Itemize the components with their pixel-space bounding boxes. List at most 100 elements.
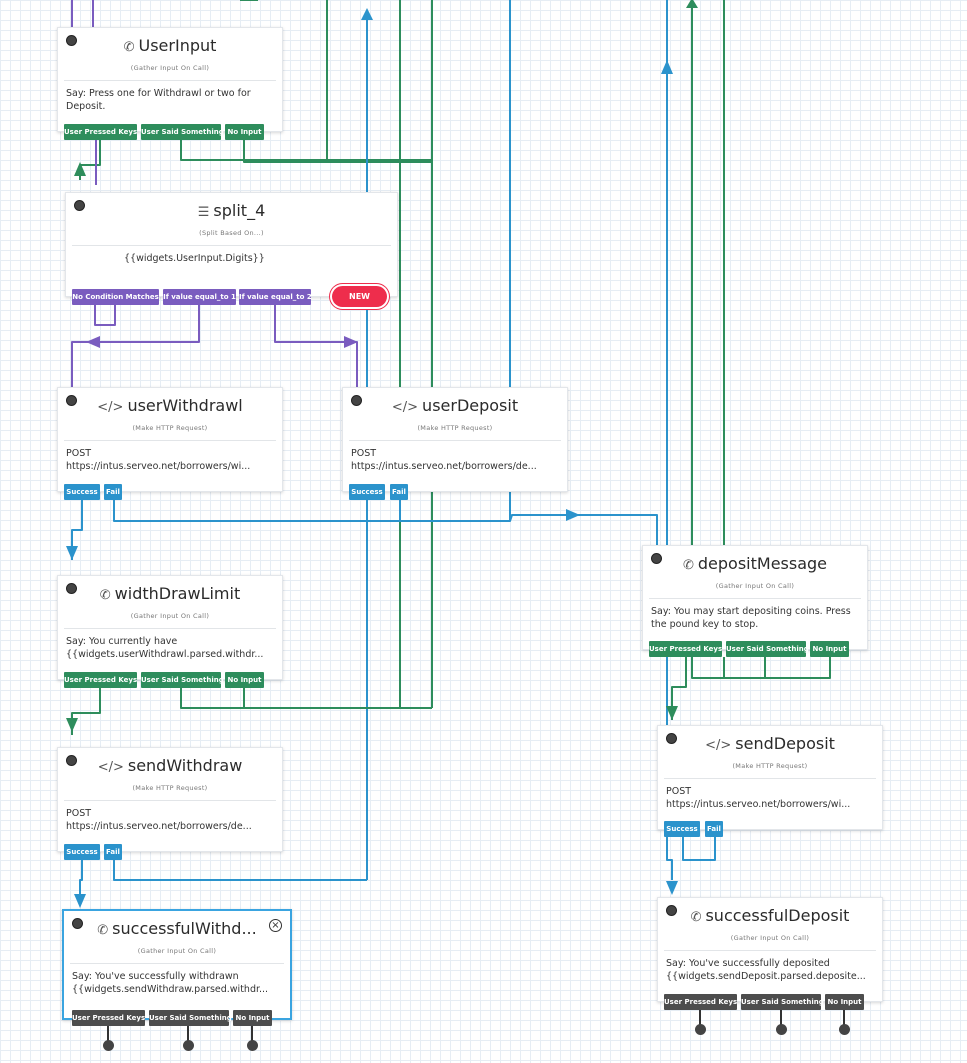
widget-title: sendDeposit [735, 734, 835, 753]
widget-subtitle: (Gather Input On Call) [137, 947, 217, 955]
widget-title: widthDrawLimit [114, 584, 241, 603]
widget-title: successfulWithd... [112, 919, 257, 938]
widget-subtitle: (Make HTTP Request) [732, 762, 808, 770]
code-icon: </> [391, 400, 419, 415]
transition-no-input[interactable]: No Input [233, 1010, 272, 1026]
transition-no-input[interactable]: No Input [225, 124, 264, 140]
input-connector[interactable] [666, 905, 677, 916]
transition-user-pressed-keys[interactable]: User Pressed Keys [64, 124, 137, 140]
input-connector[interactable] [666, 733, 677, 744]
widget-subtitle: (Make HTTP Request) [132, 784, 208, 792]
widget-title: sendWithdraw [127, 756, 243, 775]
widget-split-4[interactable]: ☰split_4 (Split Based On...) {{widgets.U… [65, 192, 398, 297]
code-icon: </> [705, 738, 732, 753]
transition-user-said-something[interactable]: User Said Something [141, 672, 224, 688]
input-connector[interactable] [74, 200, 85, 211]
transition-success[interactable]: Success [64, 484, 100, 500]
input-connector[interactable] [66, 755, 77, 766]
widget-body: Say: You may start depositing coins. Pre… [651, 606, 851, 630]
transition-user-pressed-keys[interactable]: User Pressed Keys [664, 994, 737, 1010]
divider [64, 800, 276, 801]
transition-endpoint[interactable] [247, 1040, 258, 1051]
transition-equal-to-1[interactable]: If value equal_to 1 [163, 289, 236, 305]
divider [664, 778, 876, 779]
transition-endpoint[interactable] [183, 1040, 194, 1051]
divider [664, 950, 876, 951]
transition-user-pressed-keys[interactable]: User Pressed Keys [72, 1010, 145, 1026]
transition-no-input[interactable]: No Input [225, 672, 264, 688]
widget-body: POST https://intus.serveo.net/borrowers/… [666, 786, 851, 810]
input-connector[interactable] [651, 553, 662, 564]
transition-user-said-something[interactable]: User Said Something [726, 641, 809, 657]
widget-body: POST https://intus.serveo.net/borrowers/… [351, 448, 537, 472]
input-connector[interactable] [66, 35, 77, 46]
widget-userdeposit[interactable]: </>userDeposit (Make HTTP Request) POST … [342, 387, 568, 492]
widget-body: POST https://intus.serveo.net/borrowers/… [66, 448, 251, 472]
widget-title: UserInput [138, 36, 217, 55]
widget-depositmessage[interactable]: ✆depositMessage (Gather Input On Call) S… [642, 545, 868, 650]
new-transition-badge[interactable]: NEW [332, 286, 387, 307]
phone-icon: ✆ [682, 558, 694, 573]
input-connector[interactable] [66, 395, 77, 406]
transition-fail[interactable]: Fail [390, 484, 408, 500]
widget-body: Say: You currently have {{widgets.userWi… [66, 636, 264, 660]
split-icon: ☰ [197, 205, 210, 220]
widget-body: {{widgets.UserInput.Digits}} [124, 253, 265, 264]
widget-userinput[interactable]: ✆UserInput (Gather Input On Call) Say: P… [57, 27, 283, 132]
widget-title: depositMessage [697, 554, 828, 573]
divider [649, 598, 861, 599]
transition-user-said-something[interactable]: User Said Something [141, 124, 224, 140]
widget-subtitle: (Gather Input On Call) [715, 582, 795, 590]
widget-subtitle: (Gather Input On Call) [130, 64, 210, 72]
widget-body: Say: You've successfully deposited {{wid… [666, 958, 866, 982]
transition-fail[interactable]: Fail [705, 821, 723, 837]
widget-body: Say: Press one for Withdrawl or two for … [66, 88, 251, 112]
code-icon: </> [97, 400, 124, 415]
widget-widthdrawlimit[interactable]: ✆widthDrawLimit (Gather Input On Call) S… [57, 575, 283, 680]
transition-user-said-something[interactable]: User Said Something [741, 994, 824, 1010]
input-connector[interactable] [66, 583, 77, 594]
transition-endpoint[interactable] [695, 1024, 706, 1035]
widget-successfuldeposit[interactable]: ✆successfulDeposit (Gather Input On Call… [657, 897, 883, 1002]
transition-success[interactable]: Success [349, 484, 385, 500]
close-icon[interactable]: × [269, 919, 282, 932]
widget-title: userDeposit [422, 396, 519, 415]
transition-user-pressed-keys[interactable]: User Pressed Keys [649, 641, 722, 657]
phone-icon: ✆ [123, 40, 135, 55]
divider [70, 963, 284, 964]
phone-icon: ✆ [99, 588, 111, 603]
transition-fail[interactable]: Fail [104, 844, 122, 860]
transition-endpoint[interactable] [776, 1024, 787, 1035]
input-connector[interactable] [351, 395, 362, 406]
transition-success[interactable]: Success [64, 844, 100, 860]
input-connector[interactable] [72, 918, 83, 929]
widget-subtitle: (Make HTTP Request) [132, 424, 208, 432]
widget-sendwithdraw[interactable]: </>sendWithdraw (Make HTTP Request) POST… [57, 747, 283, 852]
transition-user-said-something[interactable]: User Said Something [149, 1010, 232, 1026]
divider [349, 440, 561, 441]
divider [64, 80, 276, 81]
transition-fail[interactable]: Fail [104, 484, 122, 500]
widget-subtitle: (Gather Input On Call) [130, 612, 210, 620]
widget-title: successfulDeposit [705, 906, 850, 925]
transition-no-condition-matches[interactable]: No Condition Matches [72, 289, 159, 305]
widget-title: userWithdrawl [127, 396, 243, 415]
widget-successfulwithdraw[interactable]: ✆successfulWithd... × (Gather Input On C… [62, 909, 292, 1020]
transition-endpoint[interactable] [839, 1024, 850, 1035]
divider [64, 628, 276, 629]
widget-subtitle: (Gather Input On Call) [730, 934, 810, 942]
widget-senddeposit[interactable]: </>sendDeposit (Make HTTP Request) POST … [657, 725, 883, 830]
divider [64, 440, 276, 441]
divider [72, 245, 391, 246]
phone-icon: ✆ [690, 910, 702, 925]
transition-user-pressed-keys[interactable]: User Pressed Keys [64, 672, 137, 688]
transition-success[interactable]: Success [664, 821, 700, 837]
transition-endpoint[interactable] [103, 1040, 114, 1051]
widget-body: POST https://intus.serveo.net/borrowers/… [66, 808, 252, 832]
widget-userwithdrawl[interactable]: </>userWithdrawl (Make HTTP Request) POS… [57, 387, 283, 492]
transition-equal-to-2[interactable]: If value equal_to 2 [239, 289, 312, 305]
transition-no-input[interactable]: No Input [810, 641, 849, 657]
code-icon: </> [97, 760, 124, 775]
phone-icon: ✆ [97, 923, 109, 938]
transition-no-input[interactable]: No Input [825, 994, 864, 1010]
